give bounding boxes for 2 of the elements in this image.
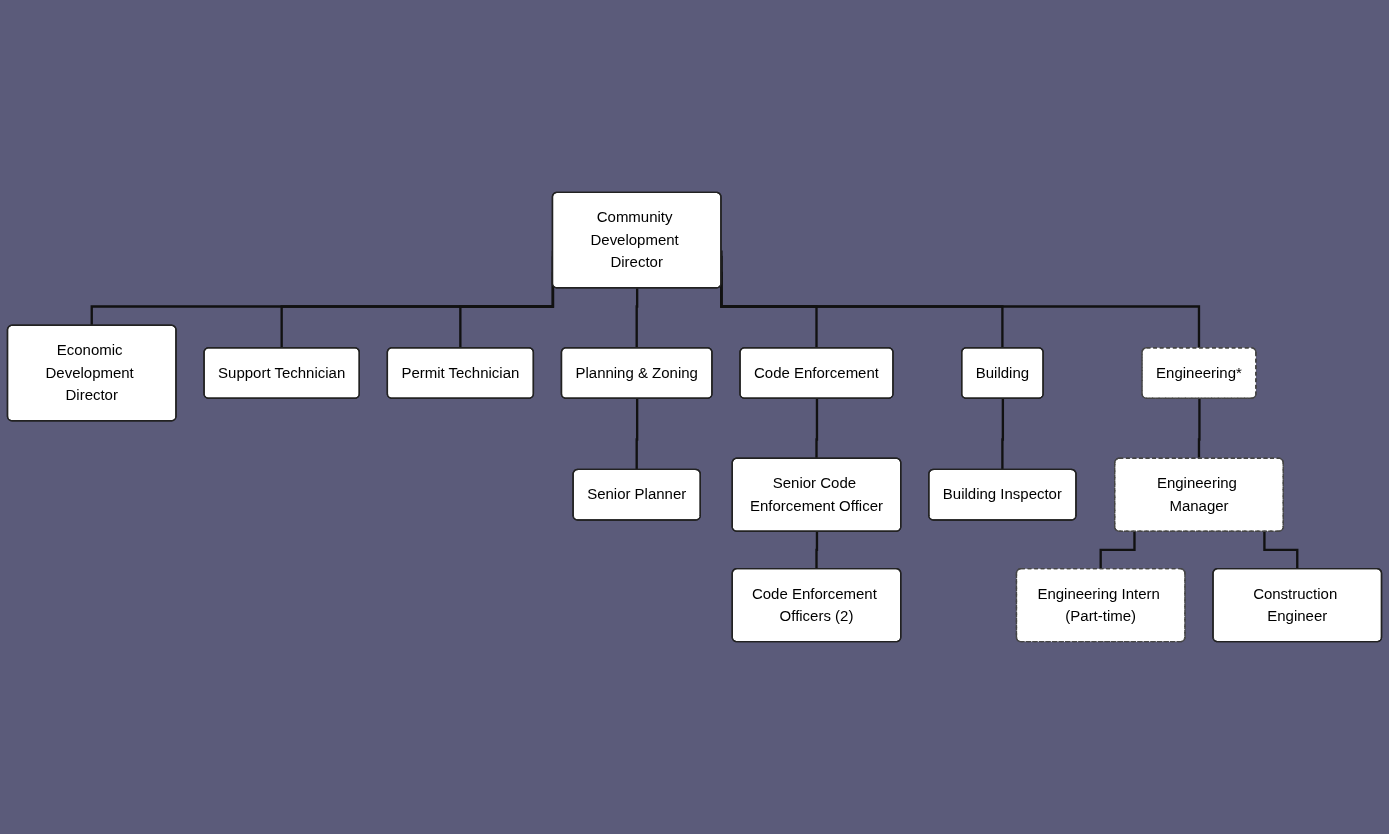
connector xyxy=(1197,398,1201,460)
connector xyxy=(815,398,819,460)
